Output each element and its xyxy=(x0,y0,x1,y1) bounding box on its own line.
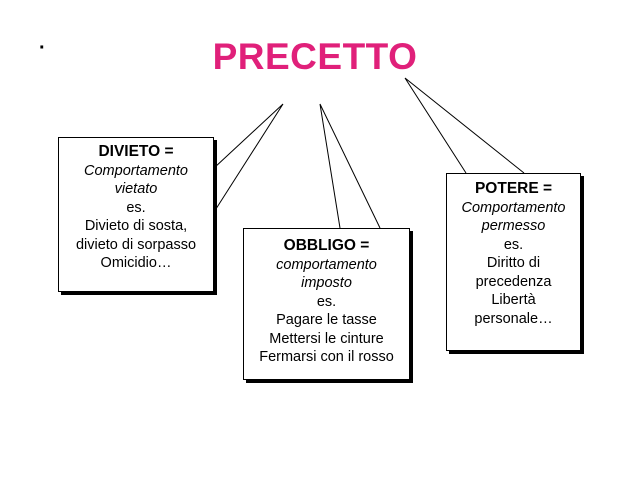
potere-definition-line: Comportamento xyxy=(461,199,566,216)
divieto-definition-line: Comportamento xyxy=(84,162,188,179)
connector-divieto xyxy=(213,103,284,213)
bullet-mark: · xyxy=(39,37,46,59)
potere-example-line: Diritto di xyxy=(486,255,541,271)
obbligo-example-line: Fermarsi con il rosso xyxy=(259,349,394,365)
potere-example-line: es. xyxy=(503,236,524,253)
potere-heading: POTERE = xyxy=(474,180,553,197)
obbligo-definition-line: imposto xyxy=(301,275,352,291)
divieto-example-line: Divieto di sosta, xyxy=(84,218,188,234)
potere-definition-line: permesso xyxy=(481,218,546,234)
divieto-box: DIVIETO = Comportamento vietato es. Divi… xyxy=(58,137,214,292)
potere-box: POTERE = Comportamento permesso es. Diri… xyxy=(446,173,581,351)
obbligo-box: OBBLIGO = comportamento imposto es. Paga… xyxy=(243,228,410,380)
diagram-title: PRECETTO xyxy=(212,36,418,77)
divieto-example-line: divieto di sorpasso xyxy=(75,236,197,253)
potere-example-line: Libertà xyxy=(491,292,536,308)
divieto-definition-line: vietato xyxy=(114,181,158,197)
obbligo-heading: OBBLIGO = xyxy=(283,237,370,254)
connector-obbligo xyxy=(319,103,381,229)
obbligo-example-line: es. xyxy=(316,293,337,310)
divieto-example-line: Omicidio… xyxy=(100,255,172,271)
obbligo-example-line: Pagare le tasse xyxy=(276,312,377,328)
obbligo-example-line: Mettersi le cinture xyxy=(269,330,384,347)
connector-potere xyxy=(404,77,525,174)
divieto-heading: DIVIETO = xyxy=(98,143,174,160)
obbligo-definition-line: comportamento xyxy=(276,256,377,273)
potere-example-line: precedenza xyxy=(475,273,552,290)
potere-example-line: personale… xyxy=(474,310,553,327)
divieto-example-line: es. xyxy=(126,199,146,216)
